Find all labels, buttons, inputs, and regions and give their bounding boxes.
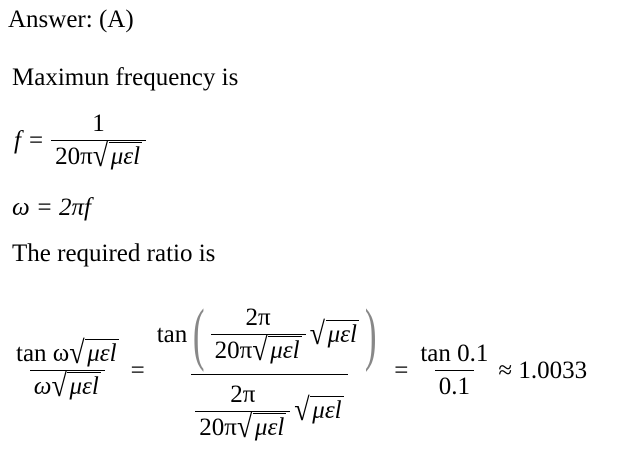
omega: ω [33, 373, 52, 400]
equals: = [130, 356, 145, 384]
equals-2: = [394, 356, 409, 384]
equals: = [28, 126, 44, 154]
answer-label: Answer: (A) [8, 6, 134, 33]
coef: 20π [55, 143, 93, 170]
text-required-ratio: The required ratio is [12, 240, 216, 267]
radicand: μεl [67, 372, 101, 400]
numerator: 1 [92, 110, 105, 137]
lhs-fraction: tan ω√μεl ω√μεl [16, 335, 119, 405]
tan-omega: tan ω [16, 340, 70, 367]
denominator: 20π√μεl [51, 138, 147, 175]
equation-omega: ω = 2πf [12, 194, 91, 221]
approx-result: ≈ 1.0033 [498, 356, 588, 384]
tan-0.1: tan 0.1 [420, 340, 489, 367]
zero-point-one: 0.1 [434, 370, 474, 401]
tan: tan [156, 320, 188, 348]
radicand: μεl [108, 142, 143, 170]
text-max-frequency: Maximun frequency is [12, 64, 239, 91]
f-symbol: f [14, 126, 21, 154]
rhs-fraction: tan 0.1 0.1 [416, 340, 492, 401]
radicand: μεl [85, 339, 119, 367]
two-pi: 2π [245, 304, 271, 331]
sqrt: √μεl [92, 138, 143, 175]
equation-frequency: f = 1 20π√μεl [14, 110, 147, 175]
fraction: 1 20π√μεl [51, 110, 147, 175]
